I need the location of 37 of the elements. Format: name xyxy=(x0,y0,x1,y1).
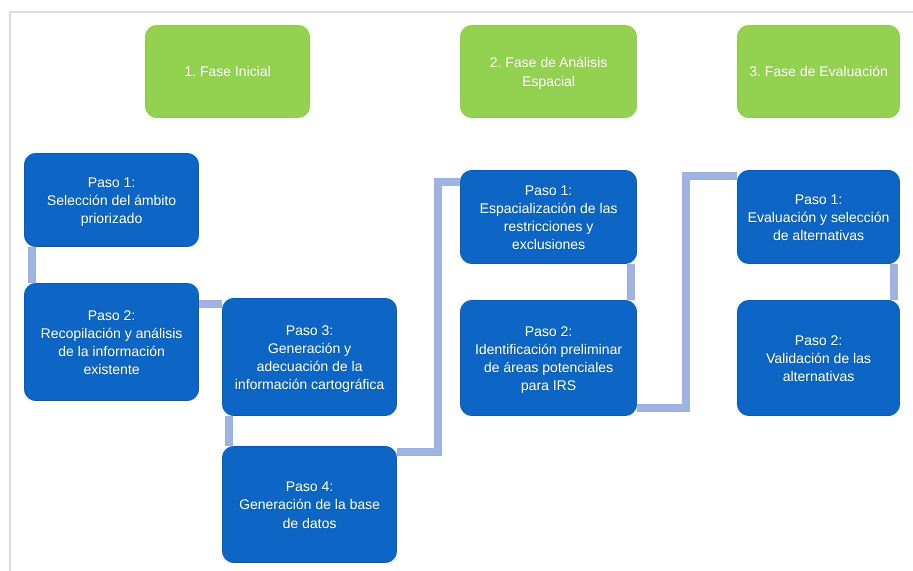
step-box xyxy=(737,300,900,416)
phase-box xyxy=(145,25,310,118)
step-heading: Paso 2: xyxy=(88,306,136,324)
step-heading: Paso 2: xyxy=(794,330,842,349)
step-description: Evaluación y selección de alternativas xyxy=(747,208,890,244)
step-box xyxy=(222,446,397,563)
phase-title: 2. Fase de Análisis Espacial xyxy=(488,53,608,90)
step-description: Identificación preliminar de áreas potenciales para IRS xyxy=(474,340,624,394)
connector-line xyxy=(397,178,460,456)
connector-line xyxy=(225,416,233,446)
step-heading: Paso 3: xyxy=(286,320,334,339)
step-description: Espacialización de las restricciones y exclusiones xyxy=(478,198,618,254)
step-box xyxy=(737,170,900,264)
step-heading: Paso 4: xyxy=(286,477,334,496)
connector-line xyxy=(637,172,737,412)
connector-line xyxy=(627,264,635,300)
phase-title: 3. Fase de Evaluación xyxy=(749,62,888,81)
phase-title: 1. Fase Inicial xyxy=(184,62,271,81)
step-box xyxy=(460,300,637,416)
step-description: Generación y adecuación de la información cartográfica xyxy=(234,338,386,394)
step-box xyxy=(24,283,199,401)
step-heading: Paso 2: xyxy=(524,322,572,340)
step-heading: Paso 1: xyxy=(794,190,842,208)
step-description: Validación de las alternativas xyxy=(765,348,872,386)
connector-line xyxy=(28,247,36,283)
step-box xyxy=(460,170,637,264)
step-box xyxy=(24,153,199,247)
step-heading: Paso 1: xyxy=(88,172,136,191)
step-description: Selección del ámbito priorizado xyxy=(46,190,178,228)
connector-line xyxy=(890,264,898,300)
phase-box xyxy=(460,25,637,118)
step-heading: Paso 1: xyxy=(524,180,572,199)
step-description: Recopilación y análisis de la información existente xyxy=(40,324,184,378)
connector-line xyxy=(199,300,222,308)
step-box xyxy=(222,298,397,416)
phase-box xyxy=(737,25,900,118)
step-description: Generación de la base de datos xyxy=(238,495,381,532)
